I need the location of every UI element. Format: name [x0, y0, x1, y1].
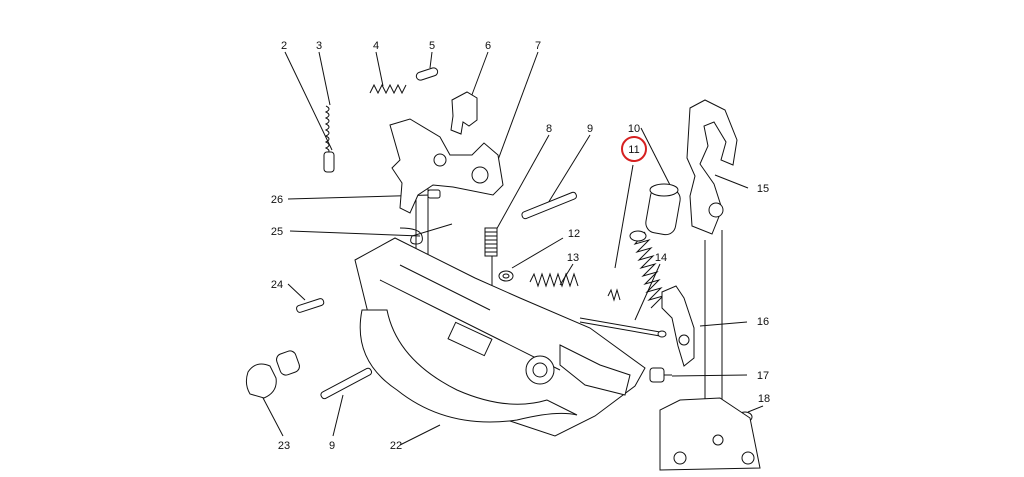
part-label-11: 11	[628, 144, 639, 156]
part-label-3: 3	[316, 40, 322, 52]
side-plate	[659, 397, 761, 471]
pin-part-14	[579, 317, 667, 338]
part-label-23: 23	[278, 440, 290, 452]
part-label-2: 2	[281, 40, 287, 52]
part-label-24: 24	[271, 279, 283, 291]
part-label-8: 8	[546, 123, 552, 135]
sear-part-6	[450, 91, 478, 135]
pin-part-9-lower	[320, 367, 373, 400]
screw-part-17	[649, 367, 672, 383]
spring-plunger-part-3	[323, 105, 335, 173]
part-label-14: 14	[655, 252, 667, 264]
part-label-5: 5	[429, 40, 435, 52]
part-label-22: 22	[390, 440, 402, 452]
part-label-7: 7	[535, 40, 541, 52]
washer-part-12	[498, 270, 514, 282]
part-label-13: 13	[567, 252, 579, 264]
part-label-12: 12	[568, 228, 580, 240]
part-label-26: 26	[271, 194, 283, 206]
part-label-17: 17	[757, 370, 769, 382]
part-label-9-lower: 9	[329, 440, 335, 452]
housing-part-7	[389, 118, 504, 214]
part-label-15: 15	[757, 183, 769, 195]
trigger-housing-part-22	[354, 237, 646, 437]
part-label-4: 4	[373, 40, 379, 52]
part-label-16: 16	[757, 316, 769, 328]
part-labels: 2 3 4 5 6 7 8 9 10 11 12 13 14 15 16 17 …	[271, 40, 770, 452]
spring-part-8	[484, 227, 498, 257]
hammer-part-15	[686, 99, 738, 235]
spring-wire-part-25	[399, 223, 453, 245]
main-spring-part-11	[629, 230, 665, 309]
spring-part-13	[529, 272, 621, 302]
trigger-part-16	[661, 285, 695, 367]
bushing-part-10	[645, 183, 681, 236]
part-label-10: 10	[628, 123, 640, 135]
part-label-6: 6	[485, 40, 491, 52]
part-label-9-upper: 9	[587, 123, 593, 135]
spring-part-4	[369, 83, 407, 95]
pin-part-24	[296, 298, 325, 313]
part-label-25: 25	[271, 226, 283, 238]
pin-part-26	[427, 189, 441, 199]
pin-part-5	[415, 67, 439, 81]
part-label-18: 18	[758, 393, 770, 405]
button-part-23	[245, 350, 300, 399]
highlight-circle	[621, 136, 647, 162]
pin-part-9-upper	[521, 191, 577, 220]
